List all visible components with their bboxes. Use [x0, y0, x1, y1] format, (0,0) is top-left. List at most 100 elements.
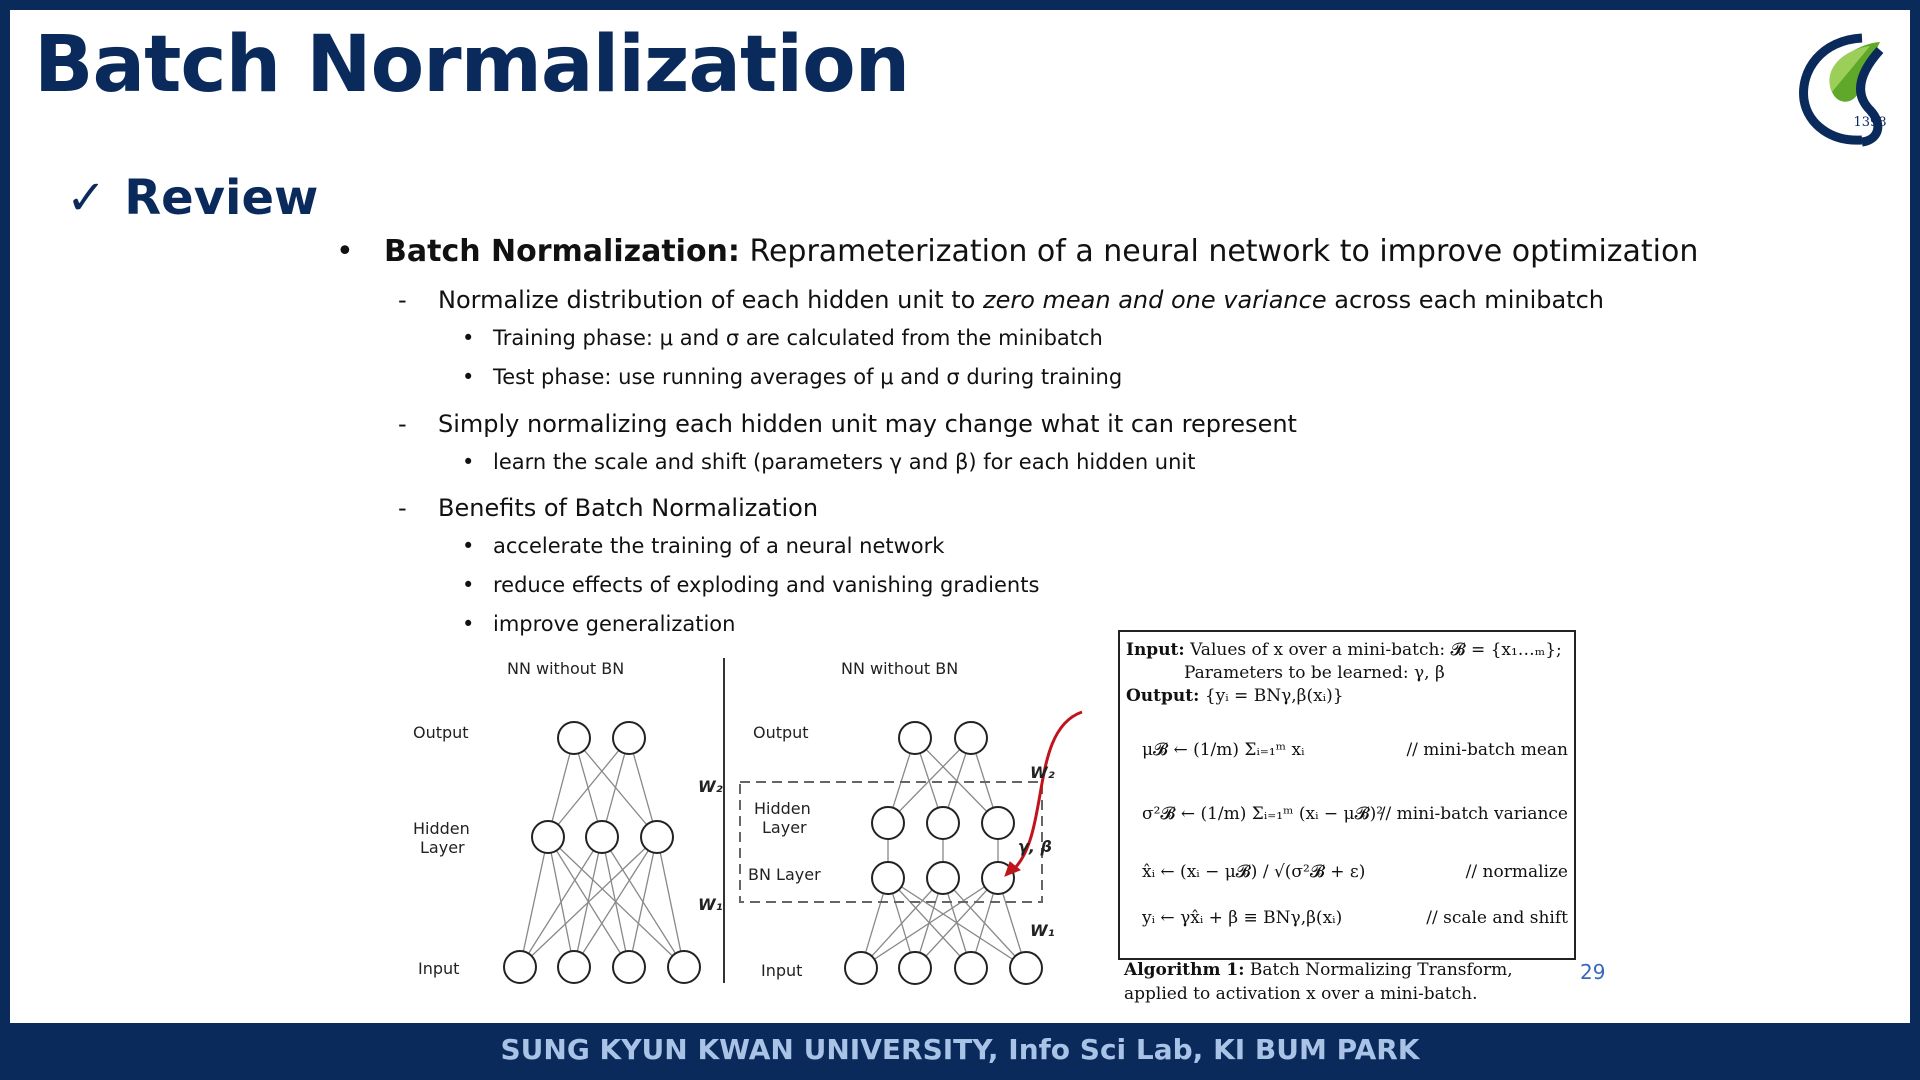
nn-edge: [519, 836, 549, 968]
bn-layer-label: BN Layer: [748, 865, 821, 884]
bullet-main-text: Reprameterization of a neural network to…: [739, 234, 1699, 269]
right-w1-label: W₁: [1030, 921, 1055, 940]
nn-node-input: [1009, 951, 1043, 985]
nn-node-input: [612, 950, 646, 984]
algo-eq-variance: σ²𝓑 ← (1/m) Σᵢ₌₁ᵐ (xᵢ − μ𝓑)²: [1142, 804, 1384, 824]
page-number: 29: [1580, 960, 1606, 984]
nn-node-input: [557, 950, 591, 984]
nn-node-hidden: [871, 806, 905, 840]
logo-year: 1398: [1853, 115, 1886, 130]
nn-edge: [887, 737, 972, 824]
bullet-dot-icon: •: [462, 534, 475, 558]
check-icon: ✓: [66, 170, 107, 226]
left-input-label: Input: [418, 959, 459, 978]
nn-node-hidden: [926, 806, 960, 840]
nn-node-input: [503, 950, 537, 984]
nn-edges: [519, 737, 1027, 969]
algo-params-text: Parameters to be learned: γ, β: [1184, 663, 1445, 683]
bullet-dot-icon: •: [462, 612, 475, 636]
algo-input-label: Input:: [1126, 640, 1185, 660]
bullet-d3-s2: reduce effects of exploding and vanishin…: [493, 573, 1040, 597]
nn-node-input: [667, 950, 701, 984]
bullet-d1-emphasis: zero mean and one variance: [982, 286, 1327, 314]
gamma-beta-label: γ, β: [1018, 837, 1052, 856]
bullet-d2-s1: learn the scale and shift (parameters γ …: [493, 450, 1196, 474]
caption-bold: Algorithm 1:: [1124, 960, 1245, 980]
nn-node-output: [612, 721, 646, 755]
nn-node-bn: [871, 861, 905, 895]
algo-eq-mean: μ𝓑 ← (1/m) Σᵢ₌₁ᵐ xᵢ: [1142, 740, 1305, 760]
bullet-d1-post: across each minibatch: [1326, 286, 1604, 314]
gamma-beta-arrow: [1013, 710, 1083, 870]
left-hidden-label-2: Layer: [420, 838, 465, 857]
dash-icon: -: [398, 494, 407, 522]
right-title: NN without BN: [841, 659, 958, 678]
right-w2-label: W₂: [1030, 763, 1055, 782]
left-title: NN without BN: [507, 659, 624, 678]
right-hidden-label-1: Hidden: [754, 799, 811, 818]
bullet-d3: Benefits of Batch Normalization: [438, 494, 819, 522]
section-label: Review: [124, 170, 319, 226]
bullet-dot-icon: •: [462, 450, 475, 474]
bullet-dot-icon: •: [462, 365, 475, 389]
nn-edge: [628, 836, 658, 968]
nn-node-input: [954, 951, 988, 985]
bullet-main-bold: Batch Normalization:: [384, 234, 740, 269]
nn-node-output: [898, 721, 932, 755]
bullet-d2: Simply normalizing each hidden unit may …: [438, 410, 1297, 438]
footer-bar: [0, 1023, 1920, 1080]
left-w1-label: W₁: [698, 895, 723, 914]
nn-node-hidden: [640, 820, 674, 854]
left-hidden-label-1: Hidden: [413, 819, 470, 838]
dash-icon: -: [398, 286, 407, 314]
nn-node-hidden: [531, 820, 565, 854]
nn-node-output: [557, 721, 591, 755]
university-logo: 1398: [1799, 33, 1887, 147]
nn-edge: [628, 737, 658, 838]
right-hidden-label-2: Layer: [762, 818, 807, 837]
section-heading: ✓ Review: [66, 170, 318, 226]
bullet-d3-s3: improve generalization: [493, 612, 736, 636]
nn-edge: [601, 737, 630, 838]
nn-edge: [547, 737, 630, 838]
algo-output-text: {yᵢ = BNγ,β(xᵢ)}: [1204, 686, 1344, 706]
algo-comment-scale-shift: // scale and shift: [1426, 908, 1568, 928]
nn-edge: [519, 836, 658, 968]
nn-node-output: [954, 721, 988, 755]
nn-diagram: NN without BN NN without BN Output Outpu…: [413, 658, 1083, 985]
footer-text: SUNG KYUN KWAN UNIVERSITY, Info Sci Lab,…: [500, 1033, 1420, 1066]
right-output-label: Output: [753, 723, 809, 742]
nn-node-input: [844, 951, 878, 985]
nn-node-bn: [926, 861, 960, 895]
nn-edge: [860, 877, 944, 969]
dash-icon: -: [398, 410, 407, 438]
nn-node-bn: [981, 861, 1015, 895]
nn-node-input: [898, 951, 932, 985]
nn-edge: [573, 836, 658, 968]
algo-input-text: Values of x over a mini-batch: 𝓑 = {x₁…ₘ…: [1190, 640, 1562, 660]
slide: Batch Normalization 1398 ✓ Review • Batch…: [10, 10, 1910, 1023]
algorithm-box: Input: Values of x over a mini-batch: 𝓑 …: [1118, 630, 1576, 960]
algo-output-label: Output:: [1126, 686, 1200, 706]
bullet-d1-pre: Normalize distribution of each hidden un…: [438, 286, 983, 314]
bullet-d1: Normalize distribution of each hidden un…: [438, 286, 1604, 314]
nn-edge: [519, 836, 603, 968]
algorithm-caption: Algorithm 1: Batch Normalizing Transform…: [1124, 958, 1574, 1006]
nn-node-hidden: [981, 806, 1015, 840]
arrow-head-icon: [1004, 861, 1021, 877]
algo-comment-mean: // mini-batch mean: [1406, 740, 1568, 760]
algo-eq-scale-shift: yᵢ ← γx̂ᵢ + β ≡ BNγ,β(xᵢ): [1142, 908, 1343, 928]
bullet-main: Batch Normalization: Reprameterization o…: [384, 234, 1698, 269]
bullet-d1-s1: Training phase: μ and σ are calculated f…: [493, 326, 1103, 350]
bn-dashed-box: [739, 781, 1043, 903]
bullet-d3-s1: accelerate the training of a neural netw…: [493, 534, 945, 558]
algo-eq-normalize: x̂ᵢ ← (xᵢ − μ𝓑) / √(σ²𝓑 + ε): [1142, 862, 1366, 882]
caption-text: Batch Normalizing Transform, applied to …: [1124, 960, 1513, 1004]
nn-edge: [656, 836, 685, 968]
bullet-dot-icon: •: [336, 234, 354, 269]
nn-edge: [914, 877, 999, 969]
left-w2-label: W₂: [698, 777, 723, 796]
slide-title: Batch Normalization: [34, 20, 910, 110]
bullet-d1-s2: Test phase: use running averages of μ an…: [493, 365, 1123, 389]
bullet-dot-icon: •: [462, 573, 475, 597]
